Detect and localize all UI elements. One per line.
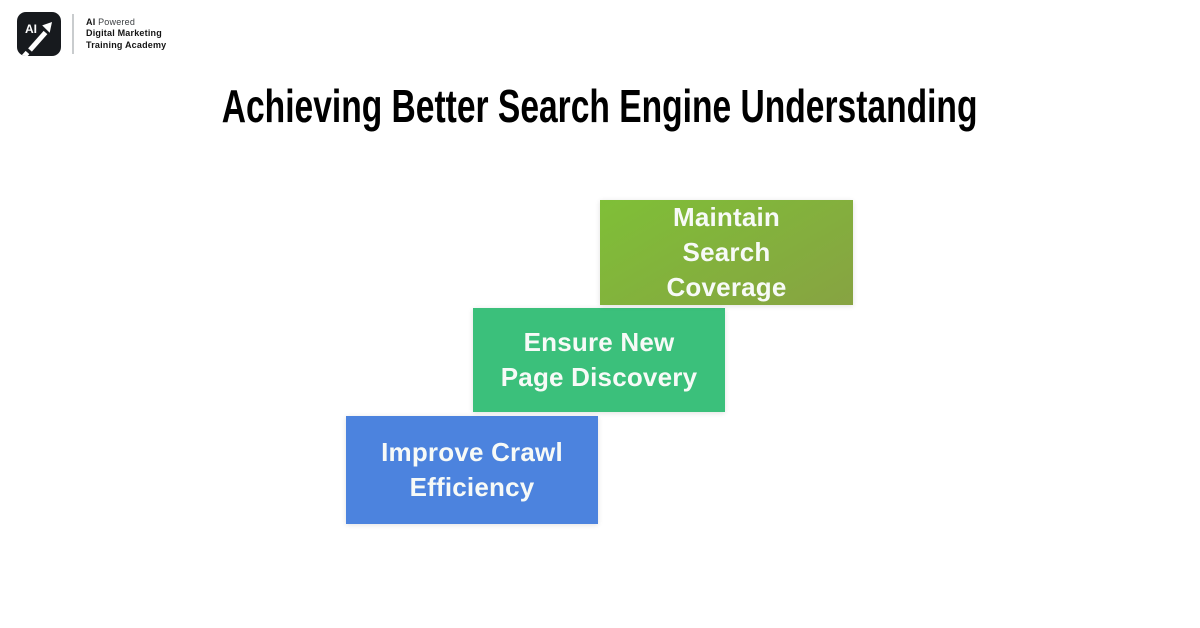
ai-arrow-logo-icon: AI bbox=[17, 12, 61, 56]
step-label-line: Search bbox=[682, 237, 771, 267]
brand-tagline: AI Powered bbox=[86, 16, 136, 27]
brand-logo: AI AI Powered Digital Marketing Training… bbox=[17, 12, 166, 56]
step-ensure-new-page-discovery: Ensure New Page Discovery bbox=[473, 308, 725, 412]
step-label-line: Improve Crawl bbox=[381, 437, 563, 467]
page-title: Achieving Better Search Engine Understan… bbox=[0, 82, 1200, 130]
step-label-line: Page Discovery bbox=[500, 362, 698, 392]
page-title-text: Achieving Better Search Engine Understan… bbox=[222, 80, 978, 132]
step-label-line: Efficiency bbox=[409, 472, 535, 502]
brand-divider bbox=[72, 14, 74, 54]
step-label-line: Coverage bbox=[666, 272, 787, 302]
step-label-line: Maintain bbox=[672, 202, 781, 232]
brand-text: AI Powered Digital Marketing Training Ac… bbox=[86, 17, 166, 52]
brand-name-line2: Training Academy bbox=[86, 39, 167, 50]
logo-ai-text: AI bbox=[25, 22, 37, 36]
step-maintain-search-coverage: Maintain Search Coverage bbox=[600, 200, 853, 305]
brand-name-line1: Digital Marketing bbox=[86, 28, 162, 39]
step-label-line: Ensure New bbox=[523, 327, 675, 357]
step-improve-crawl-efficiency: Improve Crawl Efficiency bbox=[346, 416, 598, 524]
